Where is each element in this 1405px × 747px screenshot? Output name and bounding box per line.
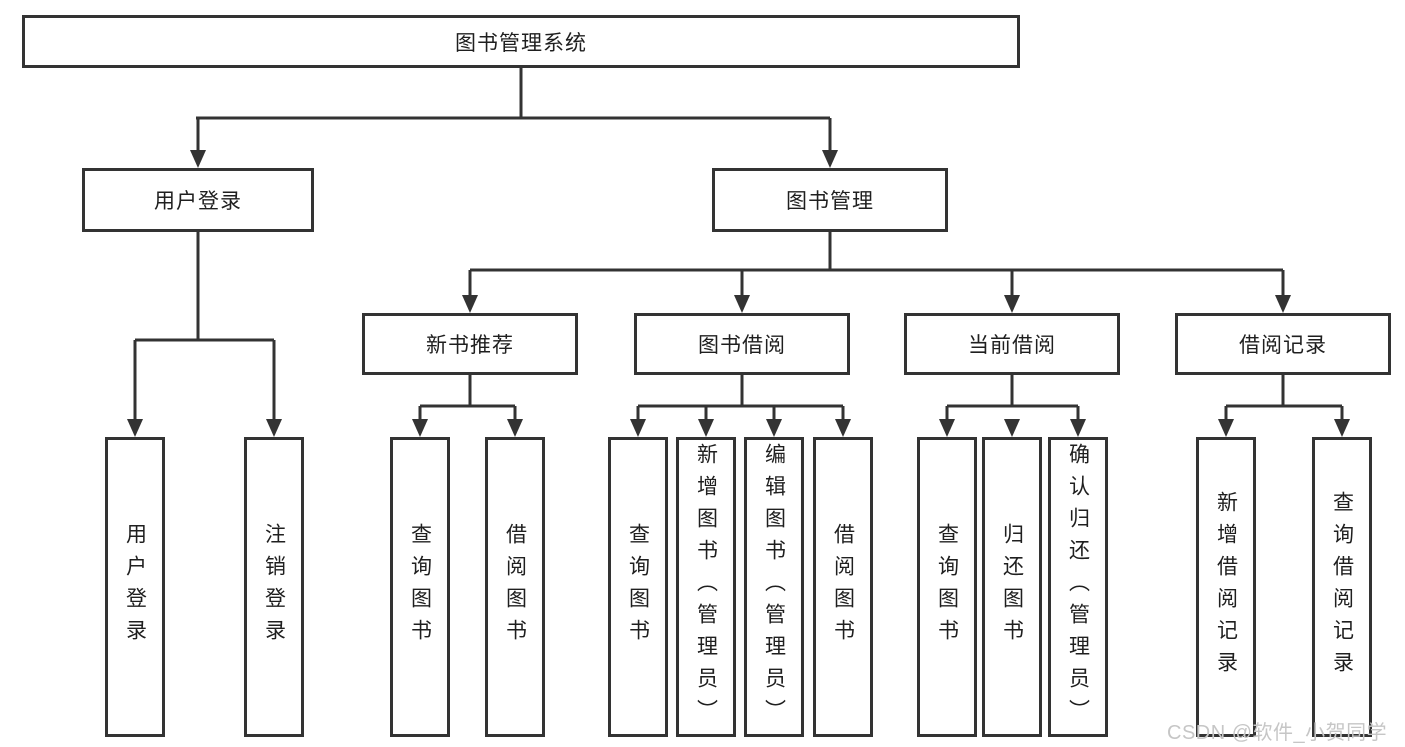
leaf-label: 借阅图书 xyxy=(831,523,855,651)
leaf-label: 归还图书 xyxy=(1000,523,1024,651)
connector-borrowrecord-to-leaves xyxy=(1224,375,1344,423)
leaf-edit-books-admin: 编辑图书（管理员） xyxy=(744,437,804,737)
arrowheads xyxy=(127,150,1350,437)
leaf-logout: 注销登录 xyxy=(244,437,304,737)
leaf-confirm-return-admin: 确认归还（管理员） xyxy=(1048,437,1108,737)
leaf-user-login: 用户登录 xyxy=(105,437,165,737)
node-user-login: 用户登录 xyxy=(82,168,314,232)
leaf-label: 借阅图书 xyxy=(503,523,527,651)
node-library-management-system: 图书管理系统 xyxy=(22,15,1020,68)
leaf-label: 查询借阅记录 xyxy=(1330,491,1354,683)
node-current-borrow: 当前借阅 xyxy=(904,313,1120,375)
leaf-label: 注销登录 xyxy=(262,523,286,651)
node-new-book-recommend: 新书推荐 xyxy=(362,313,578,375)
connector-bookborrow-to-leaves xyxy=(636,375,845,423)
leaf-add-borrow-record: 新增借阅记录 xyxy=(1196,437,1256,737)
connector-root-to-level2 xyxy=(196,68,832,153)
leaf-label: 查询图书 xyxy=(408,523,432,651)
leaf-label: 确认归还（管理员） xyxy=(1066,443,1090,731)
leaf-label: 新增借阅记录 xyxy=(1214,491,1238,683)
node-book-borrow: 图书借阅 xyxy=(634,313,850,375)
leaf-return-books: 归还图书 xyxy=(982,437,1042,737)
leaf-label: 用户登录 xyxy=(123,523,147,651)
leaf-borrow-books: 借阅图书 xyxy=(813,437,873,737)
leaf-query-borrow-record: 查询借阅记录 xyxy=(1312,437,1372,737)
node-borrow-record: 借阅记录 xyxy=(1175,313,1391,375)
connector-currentborrow-to-leaves xyxy=(945,375,1080,423)
connector-newbook-to-leaves xyxy=(418,375,517,423)
connector-bookmgmt-to-level3 xyxy=(468,232,1285,299)
leaf-query-books-recommend: 查询图书 xyxy=(390,437,450,737)
leaf-add-books-admin: 新增图书（管理员） xyxy=(676,437,736,737)
leaf-label: 查询图书 xyxy=(626,523,650,651)
leaf-query-books-borrow: 查询图书 xyxy=(608,437,668,737)
leaf-borrow-books-recommend: 借阅图书 xyxy=(485,437,545,737)
leaf-label: 编辑图书（管理员） xyxy=(762,443,786,731)
node-book-management: 图书管理 xyxy=(712,168,948,232)
leaf-query-books-current: 查询图书 xyxy=(917,437,977,737)
connector-userlogin-to-leaves xyxy=(133,232,276,423)
leaf-label: 查询图书 xyxy=(935,523,959,651)
csdn-watermark: CSDN @软件_小贺同学 xyxy=(1167,722,1388,744)
leaf-label: 新增图书（管理员） xyxy=(694,443,718,731)
